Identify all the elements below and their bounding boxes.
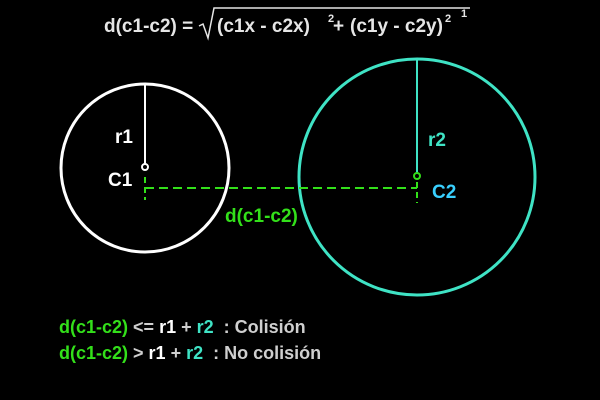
circle-2-center-label: C2 xyxy=(432,182,456,203)
distance-formula: d(c1-c2) = (c1x - c2x) 2 + (c1y - c2y) 2… xyxy=(104,7,470,41)
legend-2-plus: + xyxy=(165,343,187,363)
legend-1-r1: r1 xyxy=(159,317,177,337)
circle-1-center-label: C1 xyxy=(108,170,133,191)
legend-2-r1: r1 xyxy=(148,343,166,363)
circle-2-center-point xyxy=(413,172,421,180)
legend-2-r2: r2 xyxy=(186,343,204,363)
formula-term-x: (c1x - c2x) xyxy=(217,16,310,37)
formula-exponent-y: 2 xyxy=(445,13,451,25)
circle-2: r2 C2 xyxy=(297,57,537,297)
square-root-sign xyxy=(198,7,470,41)
formula-term-y: (c1y - c2y) xyxy=(350,16,443,37)
legend-1-operator: <= xyxy=(128,317,160,337)
legend-1-distance: d(c1-c2) xyxy=(59,317,129,337)
circle-1: r1 C1 xyxy=(59,82,231,254)
distance-label: d(c1-c2) xyxy=(225,206,298,227)
legend-collision-rule: d(c1-c2) <= r1 + r2 : Colisión xyxy=(59,316,306,338)
legend-2-distance: d(c1-c2) xyxy=(59,343,129,363)
circle-1-radius-label: r1 xyxy=(115,127,133,148)
legend-no-collision-rule: d(c1-c2) > r1 + r2 : No colisión xyxy=(59,342,321,364)
legend-1-plus: + xyxy=(176,317,197,337)
circle-2-radius-label: r2 xyxy=(428,130,446,151)
formula-plus: + xyxy=(333,16,344,37)
circle-1-center-point xyxy=(141,163,149,171)
formula-exponent-x: 2 xyxy=(328,13,334,25)
legend-2-operator: > xyxy=(128,343,149,363)
legend-1-r2: r2 xyxy=(196,317,214,337)
formula-exponent-mark: 1 xyxy=(461,8,467,20)
legend-2-result: : No colisión xyxy=(203,343,322,363)
distance-connector: d(c1-c2) xyxy=(144,177,418,227)
formula-prefix: d(c1-c2) = xyxy=(104,16,193,37)
legend-1-result: : Colisión xyxy=(213,317,306,337)
